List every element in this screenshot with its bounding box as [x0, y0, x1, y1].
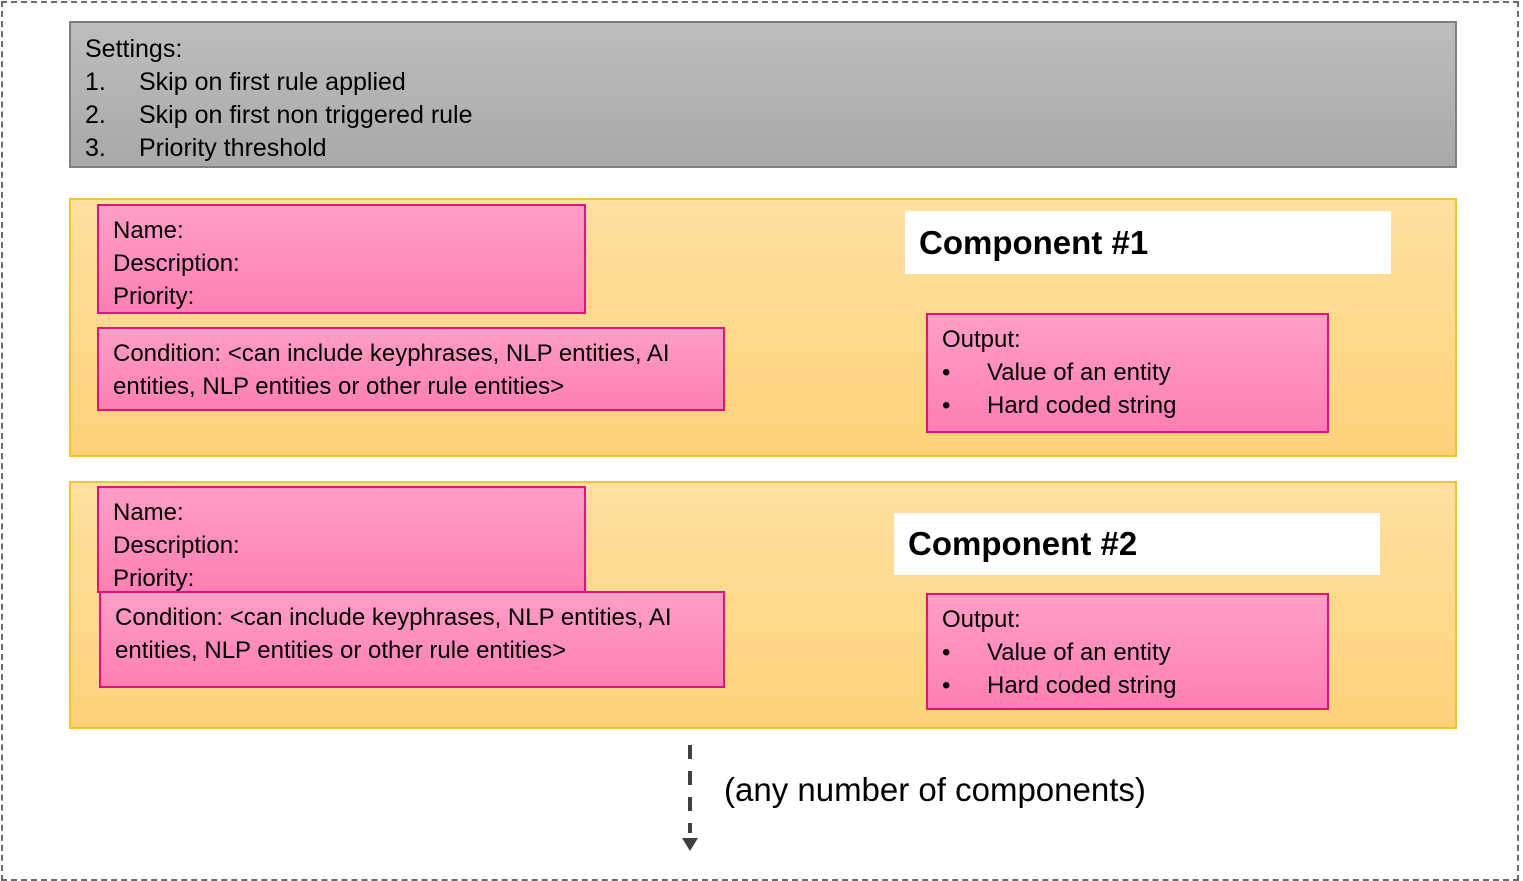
name-field-label: Name:: [113, 217, 184, 244]
component-1-condition-box: Condition: <can include keyphrases, NLP …: [97, 327, 725, 411]
arrow-down-icon: [682, 838, 698, 851]
settings-item-text: Skip on first rule applied: [139, 68, 406, 96]
settings-item: 3. Priority threshold: [85, 132, 1441, 165]
component-1-output-box: Output: • Value of an entity • Hard code…: [926, 313, 1329, 433]
description-field-label: Description:: [113, 250, 240, 277]
priority-field-label: Priority:: [113, 283, 195, 310]
output-item-text: Hard coded string: [987, 392, 1177, 419]
settings-item-number: 2.: [85, 101, 106, 129]
output-item-text: Hard coded string: [987, 672, 1177, 699]
component-2-condition-box: Condition: <can include keyphrases, NLP …: [99, 591, 725, 688]
bullet-icon: •: [942, 672, 951, 699]
settings-item-text: Priority threshold: [139, 134, 327, 162]
output-item: • Hard coded string: [942, 389, 1327, 422]
component-title-text: Component #1: [919, 223, 1149, 261]
output-item: • Value of an entity: [942, 636, 1327, 669]
condition-line-1: Condition: <can include keyphrases, NLP …: [115, 604, 672, 631]
output-item: • Hard coded string: [942, 669, 1327, 702]
condition-line-2: entities, NLP entities or other rule ent…: [113, 373, 565, 400]
continuation-note: (any number of components): [724, 771, 1146, 808]
component-1-title: Component #1: [905, 211, 1391, 274]
component-1-fields-box: Name: Description: Priority:: [97, 204, 586, 314]
output-item-text: Value of an entity: [987, 639, 1171, 666]
priority-field-label: Priority:: [113, 565, 195, 592]
settings-list: 1. Skip on first rule applied 2. Skip on…: [85, 66, 1441, 165]
output-list: • Value of an entity • Hard coded string: [942, 636, 1327, 702]
settings-title: Settings:: [85, 35, 183, 63]
dashed-arrow-line: [688, 745, 692, 833]
bullet-icon: •: [942, 392, 951, 419]
settings-item-number: 3.: [85, 134, 106, 162]
settings-item-text: Skip on first non triggered rule: [139, 101, 473, 129]
component-2-output-box: Output: • Value of an entity • Hard code…: [926, 593, 1329, 710]
output-list: • Value of an entity • Hard coded string: [942, 356, 1327, 422]
settings-item-number: 1.: [85, 68, 106, 96]
component-title-text: Component #2: [908, 525, 1138, 562]
output-item-text: Value of an entity: [987, 359, 1171, 386]
bullet-icon: •: [942, 639, 951, 666]
output-label: Output:: [942, 326, 1021, 353]
settings-item: 1. Skip on first rule applied: [85, 66, 1441, 99]
component-2-title: Component #2: [894, 513, 1380, 575]
settings-item: 2. Skip on first non triggered rule: [85, 99, 1441, 132]
condition-line-1: Condition: <can include keyphrases, NLP …: [113, 340, 670, 367]
condition-line-2: entities, NLP entities or other rule ent…: [115, 637, 567, 664]
output-item: • Value of an entity: [942, 356, 1327, 389]
component-2-fields-box: Name: Description: Priority:: [97, 486, 586, 593]
description-field-label: Description:: [113, 532, 240, 559]
settings-box: Settings: 1. Skip on first rule applied …: [69, 21, 1457, 168]
output-label: Output:: [942, 606, 1021, 633]
name-field-label: Name:: [113, 499, 184, 526]
bullet-icon: •: [942, 359, 951, 386]
